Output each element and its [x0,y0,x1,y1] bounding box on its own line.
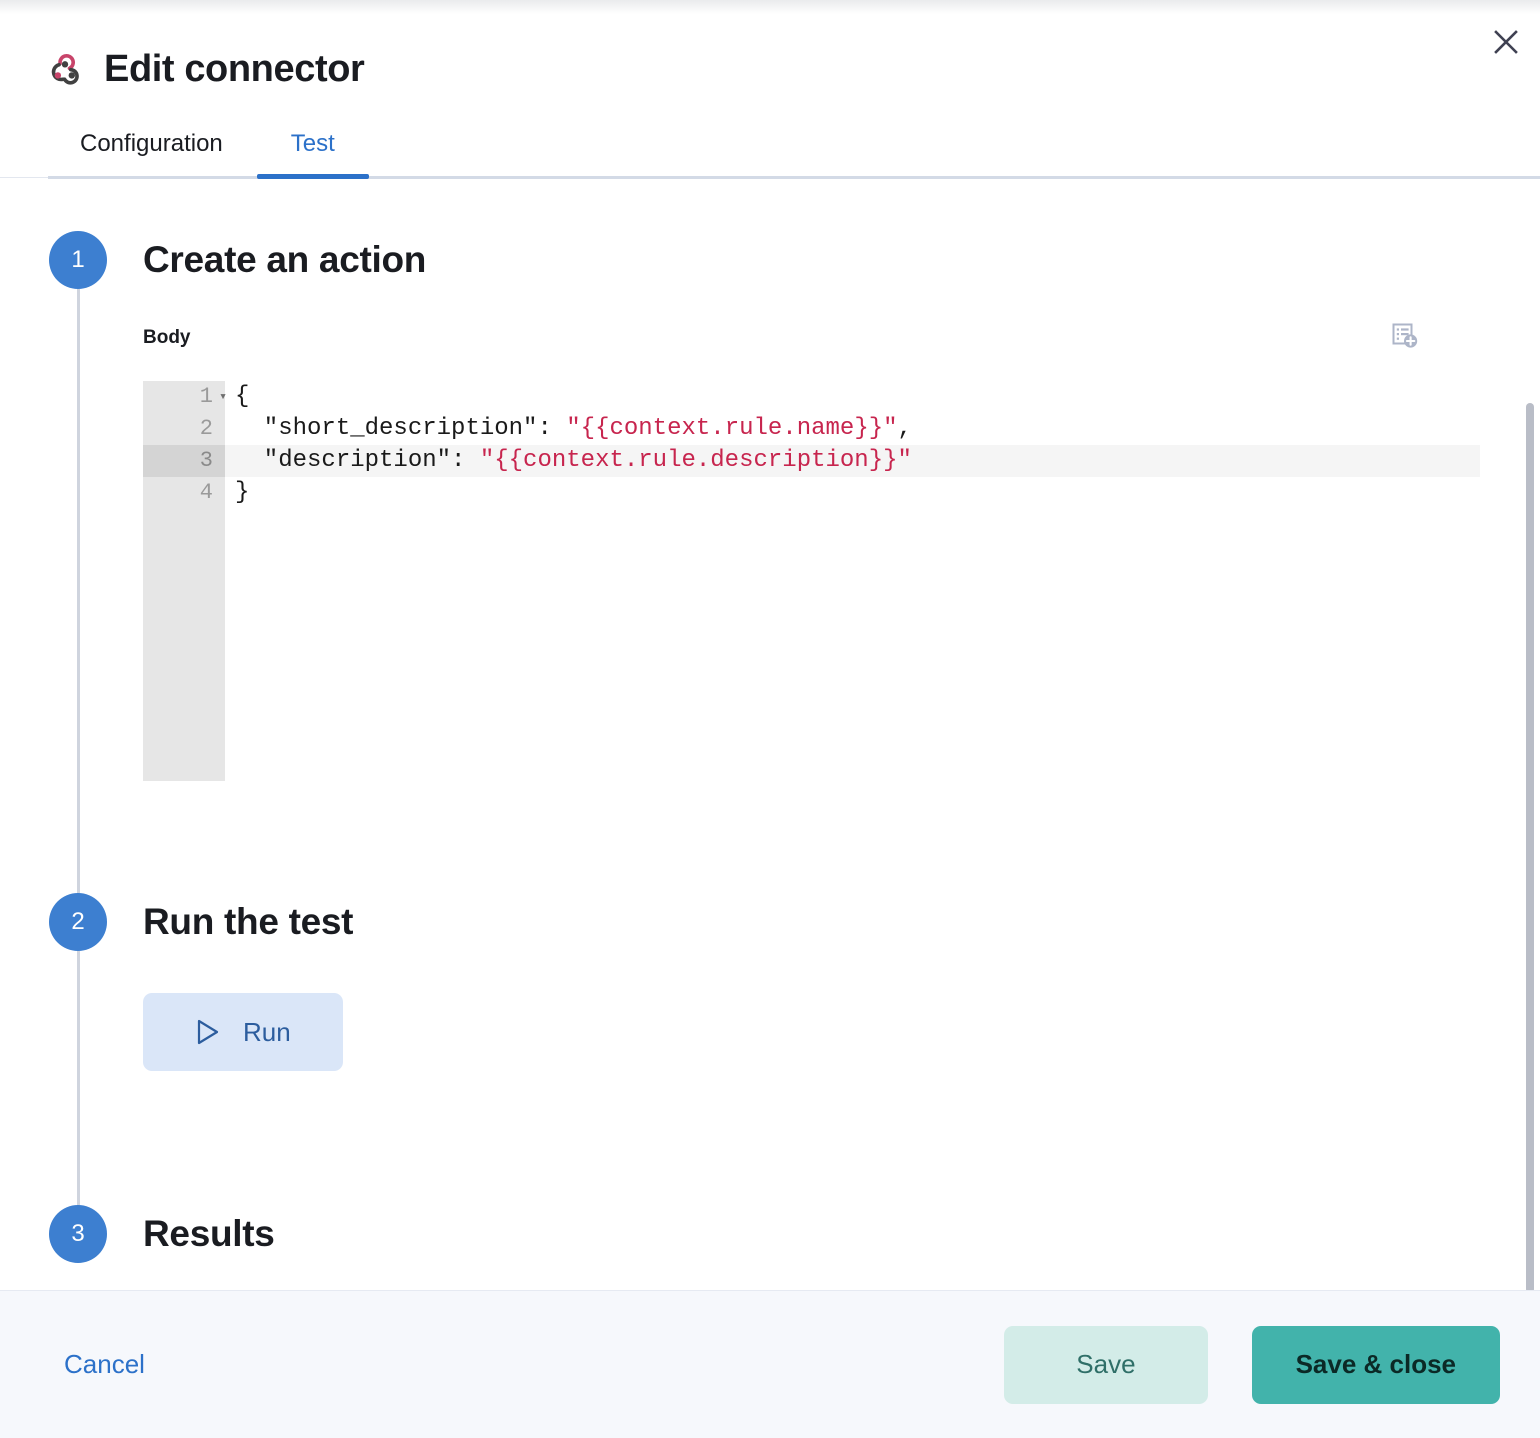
flyout-header: Edit connector Configuration Test [0,0,1540,180]
step-run-the-test: 2 Run the test Run [0,893,1540,1224]
code-token-brace-close: } [235,479,250,507]
gutter-line-number-4: 4 [199,480,213,506]
code-line-2[interactable]: "short_description": "{{context.rule.nam… [225,413,1480,445]
run-button-label: Run [243,1016,291,1047]
step-badge-2: 2 [49,893,107,952]
step-1-content: Body [143,289,1480,782]
webhook-icon [51,54,79,85]
step-badge-3: 3 [49,1205,107,1264]
code-line-3[interactable]: "description": "{{context.rule.descripti… [225,445,1480,478]
step-title-2: Run the test [143,901,354,943]
close-icon [1494,30,1518,54]
footer-actions: Save Save & close [1004,1325,1500,1404]
vertical-scrollbar[interactable] [1524,385,1536,1290]
fold-caret-icon[interactable]: ▾ [219,389,227,405]
flyout-footer: Cancel Save Save & close [0,1290,1540,1438]
editor-content[interactable]: { "short_description": "{{context.rule.n… [225,381,1480,781]
gutter-line-number-2: 2 [199,416,213,442]
gutter-line-number-1: 1 [199,384,213,410]
code-token-value-2: "{{context.rule.name}}" [566,415,898,443]
gutter-line-2[interactable]: 2 [143,413,225,445]
gutter-line-1[interactable]: 1 ▾ [143,381,227,413]
gutter-line-3[interactable]: 3 [143,445,225,478]
steps-list: 1 Create an action Body [0,179,1540,1264]
add-variable-button[interactable] [1388,319,1422,353]
step-title-3: Results [143,1213,275,1255]
close-icon-button[interactable] [1484,20,1528,64]
step-connector-line-2 [77,951,80,1224]
code-token-key-3: "description": [235,447,480,475]
code-token-tail-2: , [897,415,912,443]
title-row: Edit connector [0,38,1540,100]
step-title-1: Create an action [143,239,427,281]
play-icon [197,1020,219,1045]
page-title: Edit connector [104,48,365,90]
run-test-button[interactable]: Run [143,993,343,1072]
step-results: 3 Results [0,1205,1540,1264]
add-variable-icon [1392,323,1418,348]
code-token-brace-open: { [235,383,250,411]
flyout-body: 1 Create an action Body [0,179,1540,1290]
code-line-1[interactable]: { [225,381,1480,413]
step-2-content: Run [143,951,1480,1081]
step-create-an-action: 1 Create an action Body [0,231,1540,950]
tab-test[interactable]: Test [256,120,369,180]
tab-configuration[interactable]: Configuration [48,120,257,179]
editor-gutter: 1 ▾ 2 3 4 [143,381,227,782]
body-field-label: Body [143,327,191,349]
code-line-4[interactable]: } [225,477,1480,509]
tabs-wrap: Configuration Test [0,120,1540,180]
body-code-editor[interactable]: 1 ▾ 2 3 4 [143,381,1480,782]
gutter-line-4[interactable]: 4 [143,477,225,509]
tabs-divider [48,176,1540,180]
step-badge-1: 1 [49,231,107,290]
step-connector-line-1 [77,289,80,950]
code-token-key-2: "short_description": [235,415,567,443]
code-token-value-3: "{{context.rule.description}}" [479,447,912,475]
save-button[interactable]: Save [1004,1325,1208,1404]
body-field-header: Body [143,323,1480,353]
vertical-scrollbar-thumb[interactable] [1526,403,1534,1290]
save-and-close-button[interactable]: Save & close [1251,1325,1500,1404]
gutter-line-number-3: 3 [199,448,213,474]
cancel-button[interactable]: Cancel [48,1339,161,1390]
tab-bar: Configuration Test [48,120,1492,180]
